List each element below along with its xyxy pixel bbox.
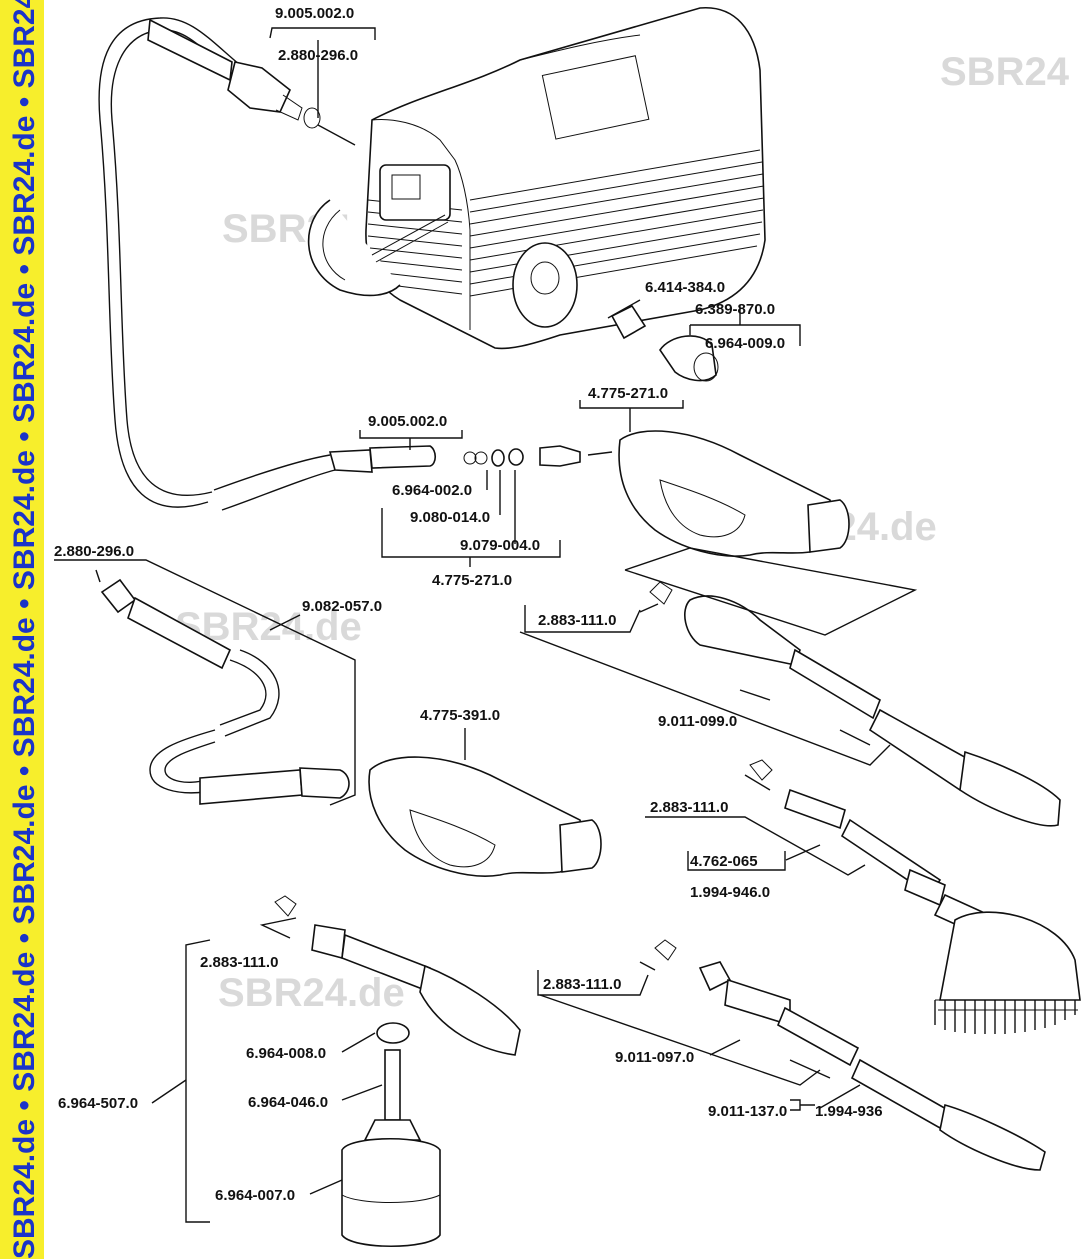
part-label: 1.994-946.0 xyxy=(690,884,770,901)
part-label: 6.964-002.0 xyxy=(392,482,472,499)
part-label: 9.005.002.0 xyxy=(368,413,447,430)
pressure-washer-unit xyxy=(307,7,766,350)
part-label: 4.775-271.0 xyxy=(588,385,668,402)
part-label: 6.414-384.0 xyxy=(645,279,725,296)
brush-lance xyxy=(749,759,1081,1034)
part-label: 6.389-870.0 xyxy=(695,301,775,318)
part-label: 2.883-111.0 xyxy=(200,954,278,971)
part-label: 6.964-046.0 xyxy=(248,1094,328,1111)
side-banner: SBR24.de • SBR24.de • SBR24.de • SBR24.d… xyxy=(0,0,44,1259)
side-banner-svg: SBR24.de • SBR24.de • SBR24.de • SBR24.d… xyxy=(8,0,41,1259)
part-label: 2.883-111.0 xyxy=(543,976,621,993)
part-label: 9.011-099.0 xyxy=(658,713,737,730)
part-label: 9.082-057.0 xyxy=(302,598,382,615)
part-label: 2.883-111.0 xyxy=(538,612,616,629)
part-label: 2.883-111.0 xyxy=(650,799,728,816)
exploded-parts-diagram: SBR24 SBR24 SBR24.de SBR24.de SBR24.de xyxy=(54,5,1081,1247)
part-label: 6.964-007.0 xyxy=(215,1187,295,1204)
part-label: 9.080-014.0 xyxy=(410,509,490,526)
part-label: 9.011-137.0 xyxy=(708,1103,787,1120)
part-labels: 9.005.002.0 2.880-296.0 6.414-384.0 6.38… xyxy=(54,5,918,1223)
part-label: 9.005.002.0 xyxy=(275,5,354,22)
foam-nozzle-assembly xyxy=(274,895,521,1247)
spray-gun-handle-2 xyxy=(368,756,602,877)
part-label: 2.880-296.0 xyxy=(278,47,358,64)
watermark: SBR24 xyxy=(940,50,1070,94)
part-label: 9.079-004.0 xyxy=(460,537,540,554)
part-label: 6.964-009.0 xyxy=(705,335,785,352)
part-label: 6.964-507.0 xyxy=(58,1095,138,1112)
part-label: 2.880-296.0 xyxy=(54,543,134,560)
high-pressure-hose xyxy=(98,17,321,508)
part-label: 4.762-065 xyxy=(690,853,758,870)
watermark: SBR24.de xyxy=(218,971,405,1015)
part-label: 4.775-271.0 xyxy=(432,572,512,589)
part-label: 1.994-936 xyxy=(815,1103,883,1120)
part-label: 6.964-008.0 xyxy=(246,1045,326,1062)
part-label: 9.011-097.0 xyxy=(615,1049,694,1066)
hose-coupling xyxy=(213,445,581,511)
connector-parts xyxy=(610,304,719,382)
spray-lance-2 xyxy=(654,939,1046,1171)
side-banner-text: SBR24.de • SBR24.de • SBR24.de • SBR24.d… xyxy=(8,0,41,1259)
spray-gun-handle xyxy=(618,430,850,557)
spray-lance xyxy=(649,581,1061,827)
extension-hose xyxy=(100,578,350,805)
part-label: 4.775-391.0 xyxy=(420,707,500,724)
